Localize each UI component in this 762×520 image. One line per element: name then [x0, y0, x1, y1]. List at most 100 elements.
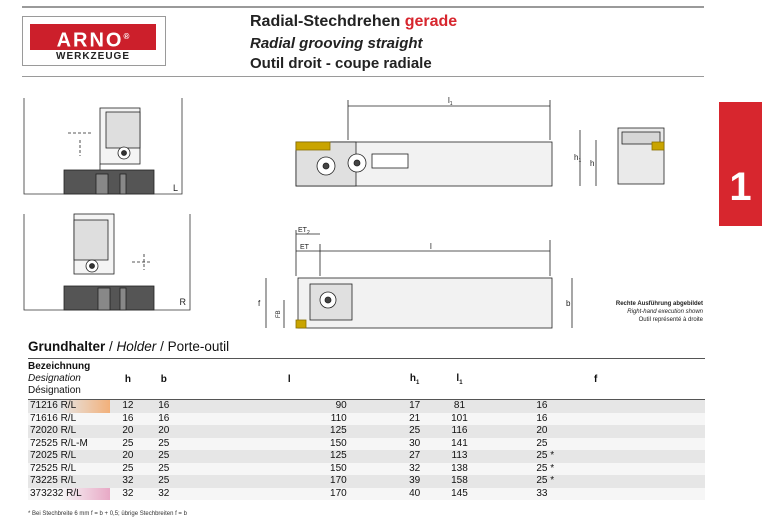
- value-cell: 30: [396, 437, 433, 450]
- col-h1-label: h: [409, 372, 417, 384]
- label-left-hand: L: [173, 183, 178, 193]
- value-cell: 25 *: [486, 462, 705, 475]
- value-cell: 25: [110, 437, 146, 450]
- bottom-side-view: [265, 230, 573, 329]
- table-header-row: Bezeichnung Designation Désignation h b …: [28, 358, 705, 400]
- dim-h1: h1: [574, 153, 581, 164]
- value-cell: 138: [432, 462, 487, 475]
- section-title-sep-2: /: [156, 339, 168, 354]
- designation-cell: 72525 R/L: [28, 462, 110, 475]
- value-cell: 27: [396, 450, 433, 463]
- value-cell: 110: [181, 412, 397, 425]
- value-cell: 25: [396, 425, 433, 438]
- designation-cell: 72020 R/L: [28, 425, 110, 438]
- col-l1-label: l: [456, 372, 460, 384]
- value-cell: 32: [145, 487, 182, 500]
- col-b-header: b: [145, 358, 182, 400]
- value-cell: 125: [181, 425, 397, 438]
- col-h-label: h: [124, 373, 131, 385]
- value-cell: 16: [145, 412, 182, 425]
- chapter-number: 1: [729, 165, 752, 209]
- value-cell: 158: [432, 475, 487, 488]
- dim-et2: ET2: [298, 227, 310, 236]
- title-german-highlight: gerade: [404, 13, 458, 30]
- value-cell: 81: [432, 399, 487, 413]
- col-h1-header: h1: [396, 358, 433, 400]
- value-cell: 32: [110, 487, 146, 500]
- holder-table: Bezeichnung Designation Désignation h b …: [28, 358, 705, 500]
- col-h-header: h: [110, 358, 146, 400]
- value-cell: 90: [181, 399, 397, 413]
- arno-logo: ARNO®: [30, 24, 156, 52]
- value-cell: 170: [181, 475, 397, 488]
- section-title: Grundhalter / Holder / Porte-outil: [28, 339, 229, 354]
- value-cell: 20: [110, 425, 146, 438]
- title-german: Radial-Stechdrehen gerade: [250, 13, 457, 31]
- value-cell: 125: [181, 450, 397, 463]
- label-right-hand: R: [180, 297, 187, 307]
- col-f-header: f: [486, 358, 705, 400]
- col-l-label: l: [287, 373, 291, 385]
- value-cell: 101: [432, 412, 487, 425]
- value-cell: 141: [432, 437, 487, 450]
- top-side-view: [295, 100, 665, 187]
- table-header: Bezeichnung Designation Désignation h b …: [28, 358, 705, 400]
- right-hand-view-panel: [23, 213, 191, 311]
- section-title-sep-1: /: [105, 339, 117, 354]
- footnote: * Bei Stechbreite 6 mm f = b + 0,5; übri…: [28, 511, 187, 517]
- col-h1-subscript: 1: [416, 379, 420, 386]
- value-cell: 21: [396, 412, 433, 425]
- value-cell: 150: [181, 462, 397, 475]
- designation-cell: 73225 R/L: [28, 475, 110, 488]
- value-cell: 25: [145, 437, 182, 450]
- value-cell: 25: [145, 450, 182, 463]
- value-cell: 25: [145, 475, 182, 488]
- value-cell: 16: [110, 412, 146, 425]
- col-f-label: f: [594, 373, 598, 385]
- dim-l1: l1: [448, 96, 453, 107]
- col-l1-subscript: 1: [459, 379, 463, 386]
- dim-b: b: [566, 299, 571, 308]
- value-cell: 25: [486, 437, 705, 450]
- col-b-label: b: [160, 373, 167, 385]
- designation-cell: 72025 R/L: [28, 450, 110, 463]
- section-title-german: Grundhalter: [28, 339, 106, 354]
- logo-brand: ARNO: [56, 29, 124, 52]
- value-cell: 25: [110, 462, 146, 475]
- value-cell: 16: [486, 399, 705, 413]
- header-bottom-rule: [22, 76, 704, 77]
- dim-et: ET: [300, 244, 310, 251]
- value-cell: 20: [145, 425, 182, 438]
- value-cell: 39: [396, 475, 433, 488]
- header-top-rule: [22, 6, 704, 8]
- designation-cell: 71216 R/L: [28, 399, 110, 413]
- note-english: Right-hand execution shown: [627, 309, 703, 315]
- col-designation-header: Bezeichnung Designation Désignation: [28, 358, 110, 400]
- value-cell: 16: [145, 399, 182, 413]
- value-cell: 25 *: [486, 450, 705, 463]
- chapter-tab: [719, 102, 762, 226]
- dim-l1-letter: l: [448, 96, 450, 105]
- value-cell: 145: [432, 487, 487, 500]
- dim-h1-subscript: 1: [578, 158, 581, 164]
- dim-f: f: [258, 299, 261, 308]
- note-french: Outil représenté à droite: [639, 317, 704, 323]
- value-cell: 33: [486, 487, 705, 500]
- value-cell: 17: [396, 399, 433, 413]
- logo-registered-mark: ®: [123, 32, 130, 41]
- logo-subtitle: WERKZEUGE: [56, 51, 130, 62]
- title-french: Outil droit - coupe radiale: [250, 55, 432, 72]
- col-designation-french: Désignation: [28, 385, 81, 396]
- col-designation-german: Bezeichnung: [28, 361, 91, 372]
- value-cell: 20: [486, 425, 705, 438]
- value-cell: 150: [181, 437, 397, 450]
- title-english: Radial grooving straight: [250, 35, 423, 52]
- value-cell: 25 *: [486, 475, 705, 488]
